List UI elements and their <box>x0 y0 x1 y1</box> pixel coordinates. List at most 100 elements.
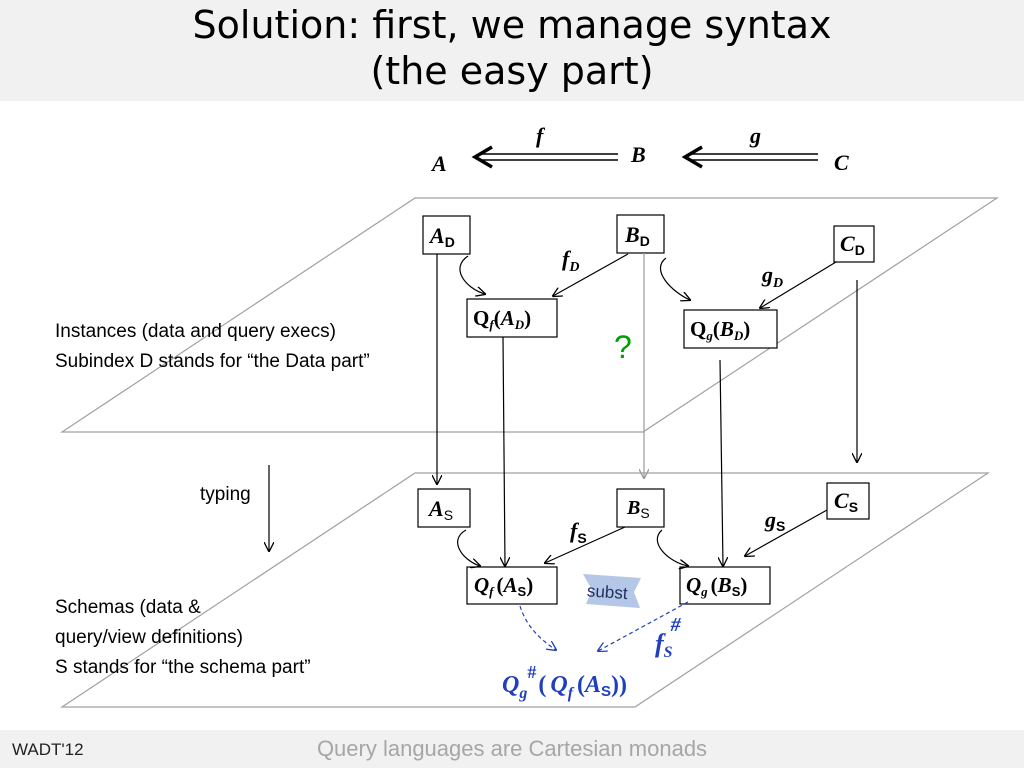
curl-BD-QgBD <box>659 257 690 300</box>
svg-text:fD: fD <box>562 246 579 275</box>
CS-base: C <box>834 488 849 513</box>
box-BD <box>616 214 665 254</box>
fD-base: f <box>562 246 572 271</box>
schemas-plane <box>60 472 990 708</box>
QgBS-qsub: g <box>700 584 708 599</box>
QgBD-argsub: D <box>733 328 744 343</box>
title-line-1: Solution: first, we manage syntax <box>192 3 832 47</box>
BS-sub: S <box>640 505 649 521</box>
dashed-arrow-QgBS <box>598 601 689 651</box>
title-line-2: (the easy part) <box>370 49 654 93</box>
svg-text:Qg(BD): Qg(BD) <box>690 317 750 343</box>
svg-text:gD: gD <box>761 262 783 291</box>
QfAD-arg: A <box>499 306 515 330</box>
BD-sub: D <box>640 233 650 249</box>
top-A: A <box>430 151 447 176</box>
slide-title: Solution: first, we manage syntax (the e… <box>0 2 1024 94</box>
QfAS-open: ( <box>497 573 504 597</box>
schemas-desc-line-2: query/view definitions) <box>55 627 243 648</box>
schemas-description: Schemas (data & query/view definitions) … <box>55 593 395 683</box>
arrow-fD <box>553 253 629 296</box>
footer-title: Query languages are Cartesian monads <box>316 736 708 761</box>
comp-open: ( <box>538 672 546 698</box>
subst-label: subst <box>586 581 628 603</box>
top-g: g <box>749 123 761 148</box>
gS-base: g <box>764 507 776 532</box>
top-B: B <box>630 142 646 167</box>
CS-sub: S <box>849 499 858 515</box>
QfAD-close: ) <box>524 306 531 330</box>
CD-sub: D <box>855 242 865 258</box>
comp-argsub: S <box>601 683 611 700</box>
arrow-gD <box>760 261 837 308</box>
BS-base: B <box>626 497 640 519</box>
comp-arg: A <box>583 672 601 698</box>
arrow-gS <box>745 509 828 556</box>
comp-q1sup: # <box>527 662 536 682</box>
footer-band <box>0 730 1024 768</box>
box-QfAD <box>466 298 558 338</box>
top-f: f <box>536 123 546 148</box>
box-QgBS <box>679 566 771 605</box>
AD-sub: D <box>445 234 455 250</box>
top-arrow-g <box>681 145 818 169</box>
CD-base: C <box>840 231 855 256</box>
svg-text:Qg#(Qf(AS)): Qg#(Qf(AS)) <box>502 662 627 702</box>
top-arrow-f <box>471 145 618 169</box>
fSsharp-sub: S <box>664 644 673 661</box>
svg-text:CD: CD <box>840 231 865 258</box>
fS-base: f <box>570 518 580 543</box>
QgBS-arg: B <box>717 573 732 597</box>
svg-text:BD: BD <box>624 222 650 249</box>
QgBD-open: ( <box>713 317 720 341</box>
QgBD-q: Q <box>690 317 706 341</box>
box-AD <box>422 215 471 255</box>
box-QgBD <box>683 309 778 349</box>
footer-venue: WADT'12 <box>12 740 84 759</box>
gD-sub: D <box>772 276 783 291</box>
curl-AS-QfAS <box>457 529 480 566</box>
comp-q1sub: g <box>518 685 527 702</box>
AS-base: A <box>427 496 444 521</box>
curl-AD-QfAD <box>459 255 485 294</box>
QfAD-qsub: f <box>489 317 495 332</box>
comp-inner-open: ( <box>577 672 585 698</box>
QfAS-q: Q <box>474 573 489 597</box>
QgBS-close: ) <box>740 573 747 597</box>
QfAD-open: ( <box>494 306 501 330</box>
box-BS <box>616 488 665 528</box>
comp-q1: Q <box>502 672 519 698</box>
fSsharp-base: f <box>655 629 666 658</box>
QgBD-close: ) <box>743 317 750 341</box>
top-C: C <box>834 150 849 175</box>
curl-BS-QgBS <box>656 529 688 566</box>
instances-description: Instances (data and query execs) Subinde… <box>55 321 370 372</box>
svg-text:CS: CS <box>834 488 858 515</box>
comp-q2sub: f <box>568 685 575 702</box>
svg-text:Qf(AS): Qf(AS) <box>474 573 533 599</box>
instances-plane <box>60 197 999 433</box>
arrow-fS <box>545 526 626 563</box>
QfAS-close: ) <box>526 573 533 597</box>
svg-text:AS: AS <box>427 496 453 523</box>
QfAD-argsub: D <box>514 317 525 332</box>
gS-sub: S <box>776 518 785 534</box>
QfAS-arg: A <box>502 573 518 597</box>
subst-shape <box>583 574 641 608</box>
schemas-desc-line-1: Schemas (data & <box>55 597 201 618</box>
QgBS-argsub: S <box>732 584 741 599</box>
fD-sub: D <box>568 260 579 275</box>
QgBD-arg: B <box>719 317 734 341</box>
svg-text:BS: BS <box>626 497 650 521</box>
QfAD-q: Q <box>473 306 489 330</box>
comp-close: )) <box>611 672 627 698</box>
AD-base: A <box>428 223 445 248</box>
schemas-desc-line-3: S stands for “the schema part” <box>55 657 311 678</box>
svg-text:fS#: fS# <box>655 614 682 661</box>
box-CD <box>833 225 875 263</box>
QgBD-qsub: g <box>705 328 713 343</box>
title-band <box>0 0 1024 101</box>
box-AS <box>417 488 471 528</box>
dashed-arrow-QfAS <box>519 605 556 650</box>
